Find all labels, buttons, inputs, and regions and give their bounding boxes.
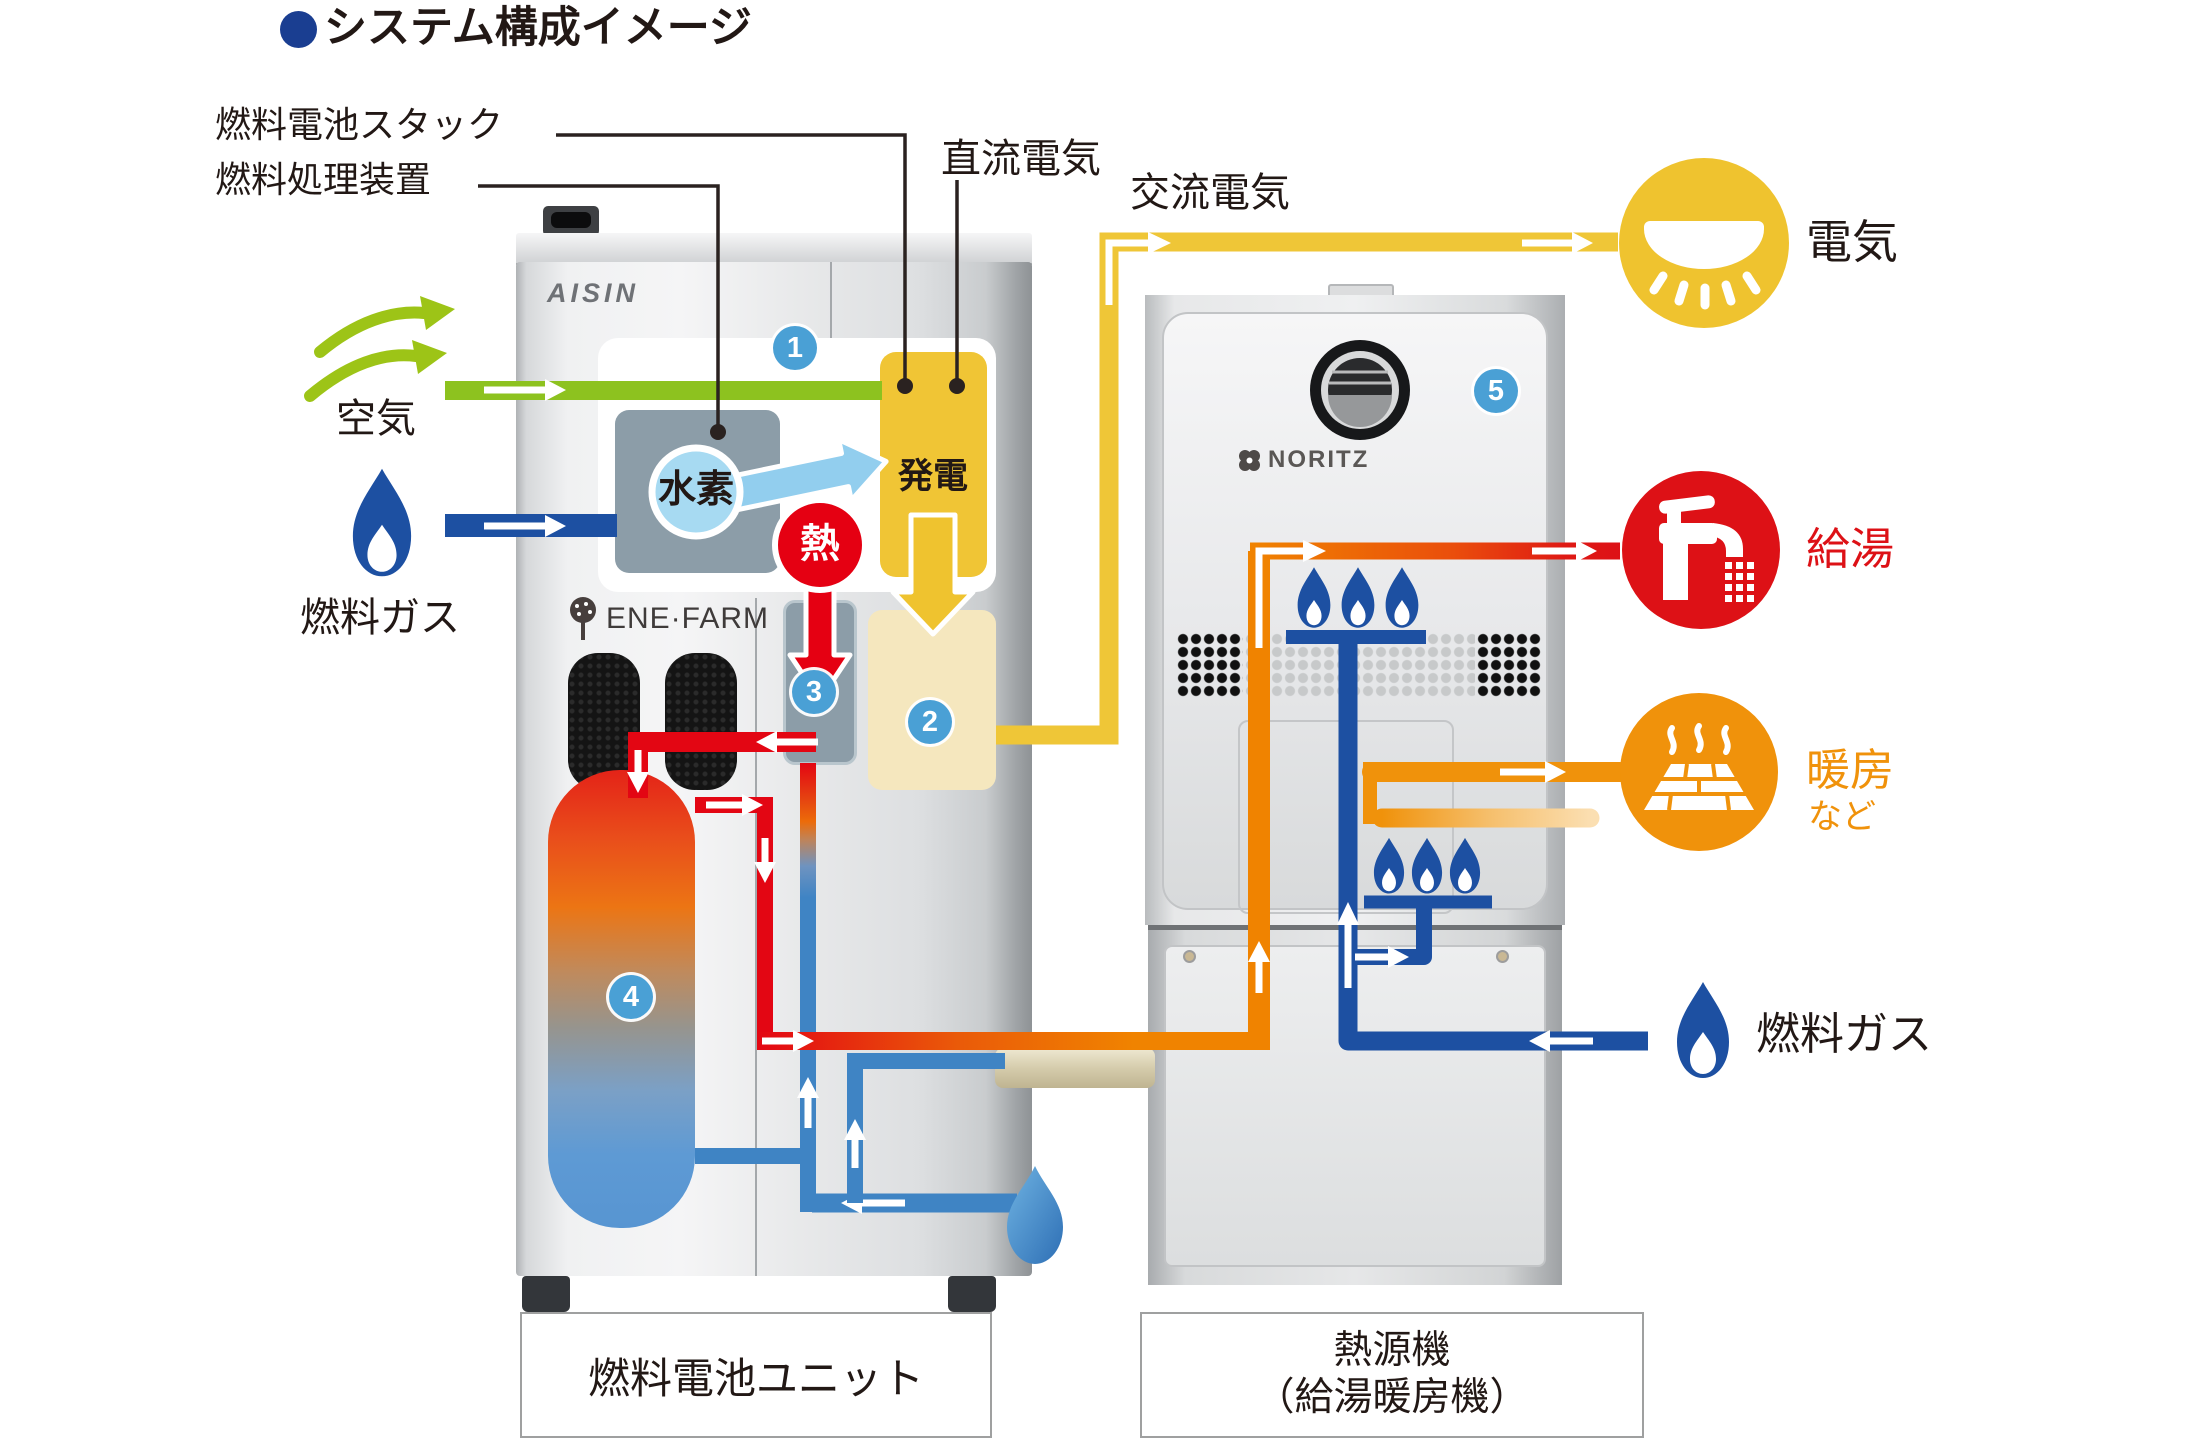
electricity-label: 電気	[1806, 216, 1898, 268]
aisin-logo: AISIN	[547, 278, 640, 308]
heating-icon	[1620, 693, 1778, 851]
fuel-cell-unit-label: 燃料電池ユニット	[587, 1354, 924, 1402]
hot-water-icon	[1622, 471, 1780, 629]
hydrogen-flow	[648, 437, 889, 540]
perforation-pattern	[1177, 633, 1243, 697]
heat-flow	[772, 497, 868, 703]
ac-power-path	[996, 232, 1618, 745]
water-drop-icon	[1007, 1166, 1063, 1264]
callout-dot	[949, 378, 965, 394]
enefarm-logo: ENE·FARM	[566, 596, 769, 642]
conduit-pipe	[995, 1048, 1155, 1088]
page-title: システム構成イメージ	[324, 4, 752, 52]
tree-icon	[570, 597, 596, 640]
air-label: 空気	[336, 397, 416, 441]
title-bullet	[280, 11, 317, 48]
generation-label: 発電	[897, 457, 968, 496]
callout-dot	[897, 378, 913, 394]
heat-source-unit-label-line2: （給湯暖房機）	[1255, 1376, 1529, 1419]
panel-seam	[755, 598, 757, 1276]
callout-fuel-cell-stack: 燃料電池スタック	[215, 104, 504, 145]
hot-supply-pipe	[695, 540, 1620, 1052]
callout-dc-power: 直流電気	[941, 137, 1101, 181]
vent-grille	[665, 653, 737, 790]
air-swoosh-icon	[304, 306, 430, 402]
callout-lines	[478, 133, 959, 428]
fuel-gas-flame-icon	[352, 468, 412, 577]
screw	[1183, 950, 1196, 963]
fuel-cell-unit-label-box: 燃料電池ユニット	[520, 1312, 992, 1438]
noritz-text: NORITZ	[1268, 446, 1370, 473]
air-swoosh-head	[420, 296, 455, 330]
dc-flow-arrow	[890, 512, 976, 637]
electricity-icon	[1619, 158, 1789, 328]
step-badge-4: 4	[609, 975, 653, 1019]
burner-flame-icon	[1297, 567, 1419, 628]
step-badge-1: 1	[773, 326, 817, 370]
heating-label: 暖房	[1806, 746, 1894, 795]
panel-seam	[830, 262, 832, 338]
heat-source-unit-label-box: 熱源機 （給湯暖房機）	[1140, 1312, 1644, 1438]
heating-suffix-label: など	[1808, 798, 1876, 836]
step-badge-5: 5	[1474, 369, 1518, 413]
callout-dot	[710, 424, 726, 440]
hydrogen-label: 水素	[657, 469, 734, 511]
unit-foot	[522, 1276, 570, 1312]
exhaust-vent-device	[543, 206, 599, 236]
noritz-logo: NORITZ	[1237, 446, 1369, 474]
air-swoosh-head	[412, 340, 447, 374]
hot-water-label: 給湯	[1806, 525, 1894, 574]
step-badge-3: 3	[792, 670, 836, 714]
noritz-mark-icon	[1239, 450, 1260, 471]
enefarm-text: ENE·FARM	[606, 602, 770, 635]
step-badge-2: 2	[908, 700, 952, 744]
unit-foot	[948, 1276, 996, 1312]
heating-loop-pipe	[1362, 761, 1630, 828]
fan-vent	[1310, 340, 1410, 440]
heat-label: 熱	[800, 522, 840, 566]
callout-ac-power: 交流電気	[1130, 171, 1290, 215]
screw	[1496, 950, 1509, 963]
fuel-gas-flame-icon	[1677, 982, 1729, 1078]
tank-plumbing	[627, 731, 1017, 1214]
fuel-gas-label-right: 燃料ガス	[1756, 1010, 1932, 1059]
gas-line-and-burners	[1286, 567, 1648, 1052]
callout-fuel-processor: 燃料処理装置	[215, 159, 432, 200]
burner-flame-icon	[1373, 837, 1481, 894]
air-flow-band	[445, 379, 882, 401]
heat-source-unit-label-line1: 熱源機	[1333, 1329, 1451, 1373]
perforation-pattern	[1477, 633, 1541, 697]
fuel-gas-band	[445, 514, 617, 537]
fuel-gas-label-left: 燃料ガス	[300, 596, 460, 640]
